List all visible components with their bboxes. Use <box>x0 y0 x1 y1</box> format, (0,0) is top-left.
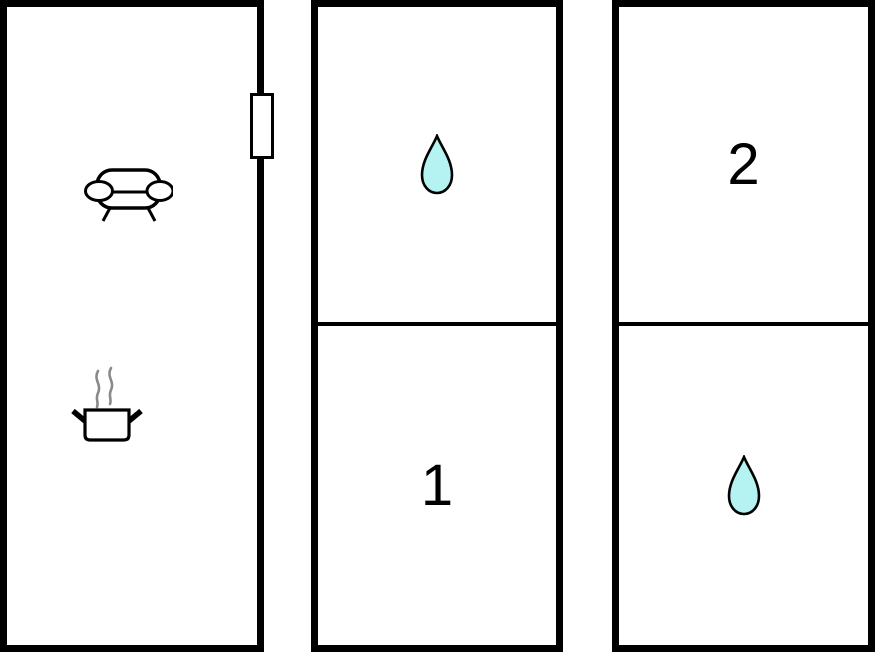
room-bathroom-top <box>318 7 556 326</box>
unit-middle: 1 <box>311 0 563 652</box>
cooking-pot-icon <box>71 366 143 442</box>
water-drop-icon <box>420 133 454 194</box>
unit-right: 2 <box>612 0 875 652</box>
water-drop-icon <box>727 454 760 515</box>
room-bedroom-1: 1 <box>318 326 556 645</box>
room-bedroom-2: 2 <box>619 7 868 326</box>
steam-icon <box>95 366 114 409</box>
room-number-label: 2 <box>727 131 760 197</box>
room-bathroom-bottom <box>619 326 868 645</box>
room-number-label: 1 <box>420 452 454 518</box>
window-marker <box>250 93 274 159</box>
sofa-icon <box>84 168 173 222</box>
unit-living-kitchen <box>0 0 264 652</box>
